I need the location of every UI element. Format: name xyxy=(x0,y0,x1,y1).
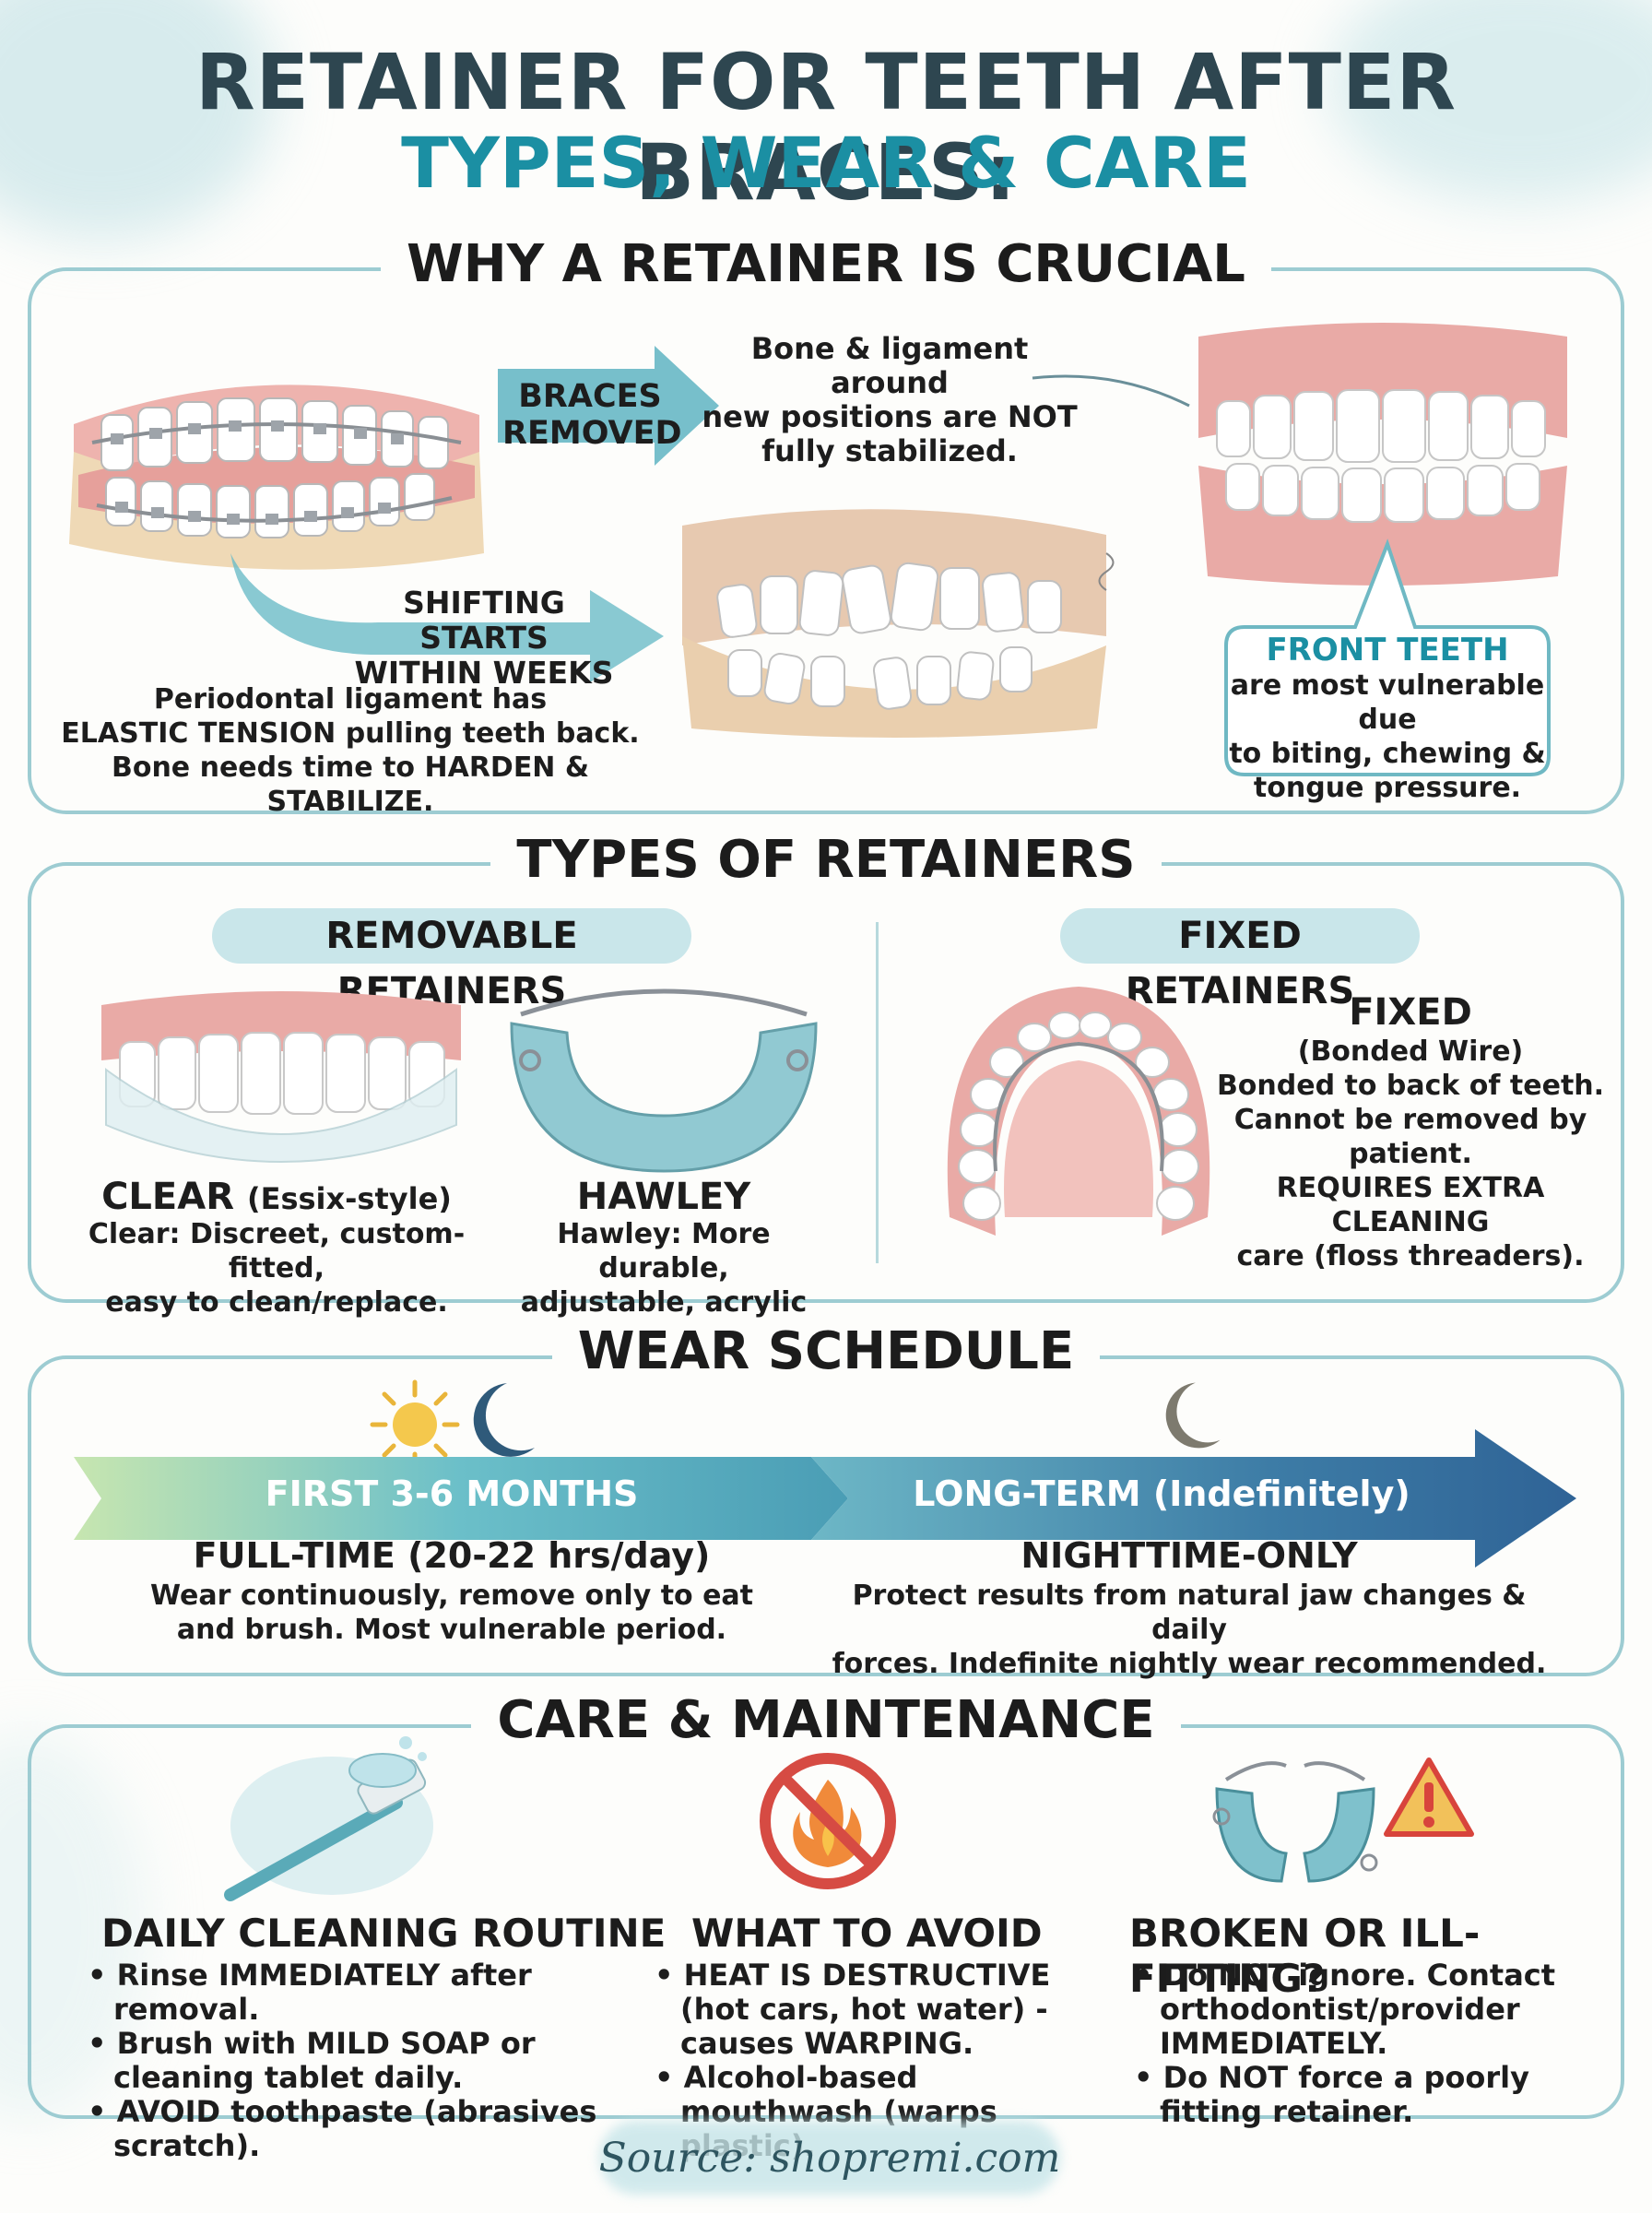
list-item: • AVOID toothpaste (abrasives scratch). xyxy=(88,2094,597,2163)
toothbrush-icon xyxy=(224,1736,433,1901)
phase1-label: FIRST 3-6 MONTHS xyxy=(265,1473,639,1514)
hawley-title: HAWLEY xyxy=(576,1176,751,1218)
list-item: • HEAT IS DESTRUCTIVE (hot cars, hot wat… xyxy=(655,1958,1051,2061)
braces-teeth-icon xyxy=(69,385,484,570)
list-item: • Rinse IMMEDIATELY after removal. xyxy=(88,1958,532,2027)
broken-retainer-icon xyxy=(1212,1761,1378,1883)
phase2-label: LONG-TERM (Indefinitely) xyxy=(913,1473,1410,1514)
clear-subtitle: (Essix-style) xyxy=(246,1181,452,1216)
why-heading: WHY A RETAINER IS CRUCIAL xyxy=(0,234,1652,294)
clear-text: Clear: Discreet, custom-fitted, easy to … xyxy=(88,1218,466,1319)
fixed-retainer-icon xyxy=(947,987,1210,1236)
shifting-label: SHIFTING STARTS WITHIN WEEKS xyxy=(354,585,614,691)
hawley-retainer-icon xyxy=(510,988,818,1173)
broken-title: BROKEN OR ILL-FITTING? xyxy=(1129,1911,1481,2001)
clear-title: CLEAR xyxy=(101,1176,235,1218)
clear-retainer-icon xyxy=(101,991,461,1163)
types-divider xyxy=(876,922,879,1263)
broken-list: • Do NOT ignore. Contact orthodontist/pr… xyxy=(1134,1959,1613,2129)
source-label: Source: shopremi.com xyxy=(598,2135,1061,2182)
no-heat-icon xyxy=(760,1753,896,1889)
wear-heading: WEAR SCHEDULE xyxy=(0,1321,1652,1381)
daily-cleaning-title: DAILY CLEANING ROUTINE xyxy=(101,1911,667,1956)
care-heading: CARE & MAINTENANCE xyxy=(0,1690,1652,1750)
list-item: • Brush with MILD SOAP or cleaning table… xyxy=(88,2026,536,2095)
shifted-teeth-icon xyxy=(682,509,1115,738)
phase2-text: Protect results from natural jaw changes… xyxy=(832,1580,1547,1680)
phase1-text: Wear continuously, remove only to eat an… xyxy=(149,1580,754,1646)
ligament-note: Periodontal ligament has ELASTIC TENSION… xyxy=(61,683,640,818)
sun-icon xyxy=(370,1379,460,1470)
fixed-title: FIXED xyxy=(1349,991,1472,1034)
braces-removed-label: BRACES REMOVED xyxy=(502,378,682,452)
moon-icon-night xyxy=(1165,1382,1221,1449)
phase1-title: FULL-TIME (20-22 hrs/day) xyxy=(193,1535,711,1576)
list-item: • Do NOT ignore. Contact orthodontist/pr… xyxy=(1134,1958,1556,2061)
braces-removed-arrow xyxy=(498,346,719,466)
removable-label: REMOVABLE RETAINERS xyxy=(212,908,691,1012)
moon-icon xyxy=(473,1383,535,1457)
shifting-arrow xyxy=(230,553,664,682)
front-teeth-callout xyxy=(1224,538,1551,776)
types-heading: TYPES OF RETAINERS xyxy=(0,830,1652,890)
bone-note: Bone & ligament around new positions are… xyxy=(702,331,1078,468)
page-subtitle: TYPES, WEAR & CARE xyxy=(401,122,1251,204)
straight-teeth-icon xyxy=(1198,323,1567,586)
fixed-text: (Bonded Wire) Bonded to back of teeth. C… xyxy=(1216,1035,1605,1272)
fixed-label: FIXED RETAINERS xyxy=(1060,908,1420,1012)
daily-cleaning-list: • Rinse IMMEDIATELY after removal. • Bru… xyxy=(88,1959,622,2163)
phase2-title: NIGHTTIME-ONLY xyxy=(1021,1535,1358,1576)
source-wash xyxy=(599,2121,1060,2195)
wear-timeline-arrow xyxy=(74,1429,1576,1568)
list-item: • Do NOT force a poorly fitting retainer… xyxy=(1134,2060,1529,2129)
warning-icon xyxy=(1384,1757,1474,1837)
clear-title-line: CLEAR (Essix-style) xyxy=(74,1176,479,1218)
page-title: RETAINER FOR TEETH AFTER BRACES: xyxy=(195,37,1457,218)
front-teeth-text: are most vulnerable due to biting, chewi… xyxy=(1229,669,1546,804)
bone-note-pointer xyxy=(1032,374,1190,408)
what-to-avoid-title: WHAT TO AVOID xyxy=(691,1911,1043,1956)
front-teeth-title: FRONT TEETH xyxy=(1266,632,1509,669)
